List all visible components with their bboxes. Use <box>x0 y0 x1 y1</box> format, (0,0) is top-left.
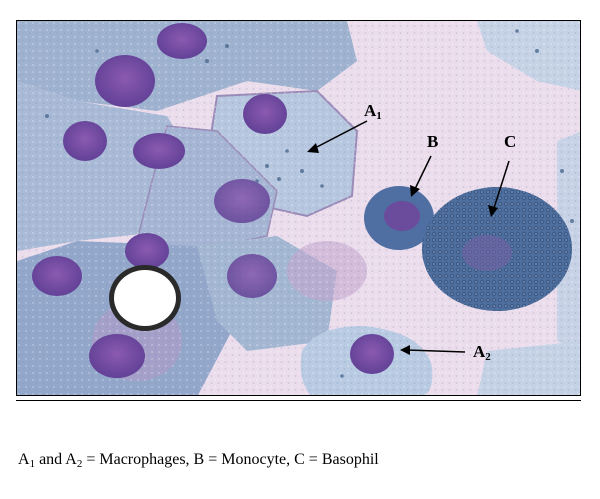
label-b: B <box>427 132 438 151</box>
vacuole <box>109 265 181 331</box>
nuclei <box>32 23 394 378</box>
monocyte-b <box>364 186 434 250</box>
micrograph: A1 B C A2 <box>17 21 580 395</box>
macrophage-a2-nucleus <box>350 334 394 374</box>
micrograph-frame: A1 B C A2 <box>16 20 581 396</box>
annotation-arrows <box>307 120 510 355</box>
granules <box>45 29 574 378</box>
caption-divider <box>16 400 581 401</box>
figure-caption: A1 and A2 = Macrophages, B = Monocyte, C… <box>18 451 379 470</box>
basophil-c <box>422 187 572 311</box>
label-a2: A2 <box>473 342 491 363</box>
label-c: C <box>504 132 516 151</box>
label-a1: A1 <box>364 101 382 122</box>
